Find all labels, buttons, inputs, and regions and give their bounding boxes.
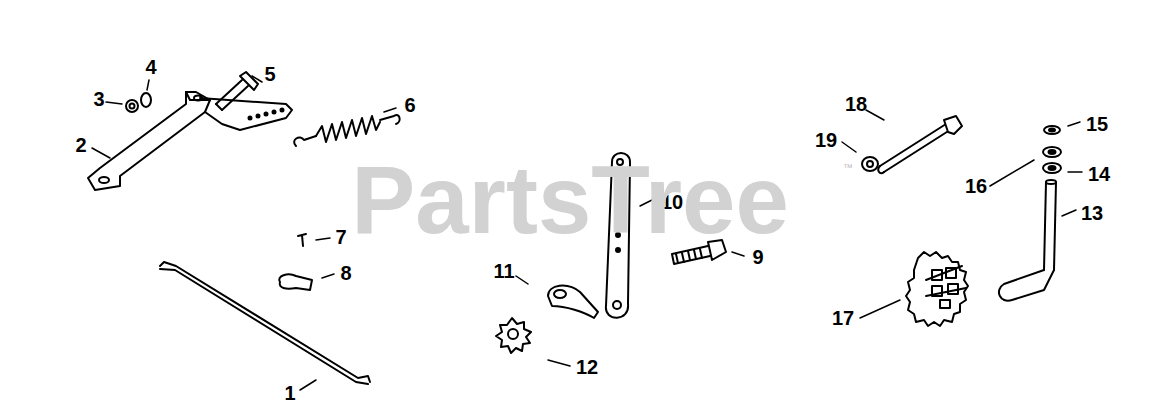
callout-number: 16 [965,176,987,196]
callout-number: 11 [493,261,514,281]
callout-number: 8 [340,263,351,283]
screw-part [298,234,306,246]
callout-number: 18 [845,94,867,114]
callout-number: 2 [75,135,86,155]
pin-part [878,116,962,173]
washer-part [1043,147,1061,157]
lockwasher-part [496,318,531,353]
callout-number: 15 [1086,114,1108,134]
watermark-mark: ™ [843,163,853,173]
bolt-part [216,72,258,110]
callout-number: 12 [576,357,598,377]
callout-number: 3 [93,89,104,109]
callout-number: 7 [335,227,346,247]
washer-part [1043,163,1061,173]
gear-part [906,252,968,326]
callout-number: 14 [1088,164,1110,184]
clip-part [279,274,312,290]
leader-lines [92,76,1082,390]
callout-number: 6 [404,95,415,115]
bracket-part [88,92,292,190]
spring-part [294,115,399,146]
callout-number: 5 [264,64,275,84]
callout-number: 1 [284,383,295,403]
callout-number: 9 [752,247,763,267]
rod-part [160,262,370,384]
callout-number: 17 [832,308,854,328]
callout-number: 4 [145,57,156,77]
washer-part [862,157,878,171]
shaft-part [999,180,1056,301]
watermark: PartsTree [351,152,789,248]
callout-number: 19 [815,130,837,150]
cam-part [548,286,598,318]
washer-part [1044,126,1060,134]
callout-number: 13 [1081,203,1103,223]
nut-part [126,100,138,112]
washer-part [141,93,151,107]
